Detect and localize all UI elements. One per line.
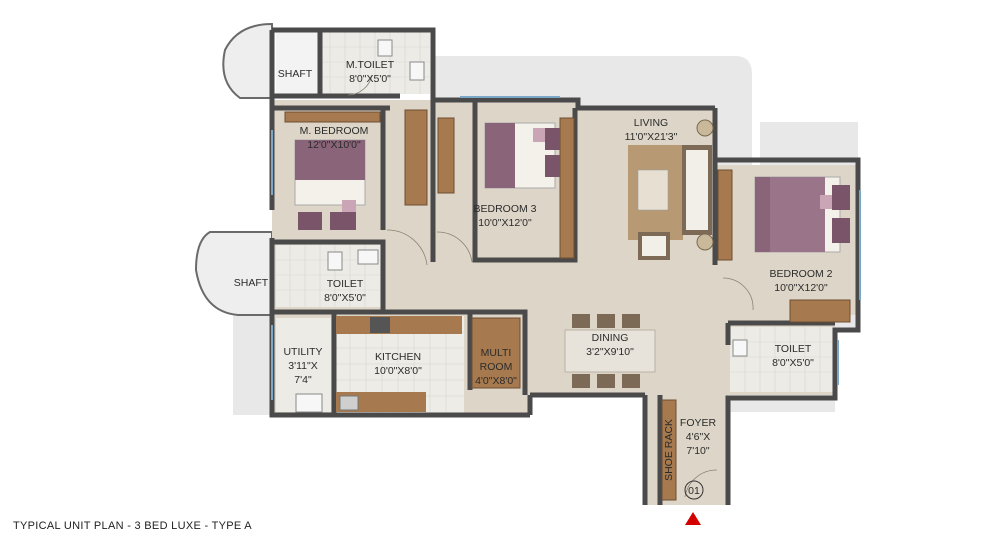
kitchen-dims: 10'0"X8'0" — [374, 365, 422, 377]
bed-bedroom2 — [754, 176, 850, 253]
toilet-left-name: TOILET — [327, 278, 364, 290]
m-bedroom-name: M. BEDROOM — [300, 125, 369, 137]
entrance-number: 01 — [688, 485, 700, 497]
entrance-number-circle — [684, 480, 704, 500]
m-toilet-dims: 8'0"X5'0" — [349, 73, 391, 85]
foyer-dims-2: 7'10" — [686, 445, 710, 457]
walls — [269, 27, 861, 505]
shoe-rack-label: SHOE RACK — [663, 419, 675, 481]
toilet-left-dims: 8'0"X5'0" — [324, 292, 366, 304]
bath-fixtures — [295, 39, 748, 413]
toilet-right-floor — [730, 327, 835, 392]
foyer-dims-1: 4'6"X — [686, 431, 710, 443]
bedroom3-name: BEDROOM 3 — [473, 203, 536, 215]
living-dims: 11'0"X21'3" — [625, 131, 678, 143]
bed-bedroom3 — [484, 122, 560, 189]
multi-room-name-1: MULTI — [481, 347, 512, 359]
bedroom2-dims: 10'0"X12'0" — [774, 282, 828, 294]
dining-set — [564, 314, 656, 388]
utility-name: UTILITY — [283, 346, 322, 358]
shaft-top-name: SHAFT — [278, 68, 313, 80]
windows — [271, 96, 861, 400]
bed-master — [294, 139, 366, 230]
utility-dims-2: 7'4" — [294, 374, 312, 386]
kitchen-name: KITCHEN — [375, 351, 421, 363]
m-toilet-name: M.TOILET — [346, 59, 395, 71]
bedroom2-name: BEDROOM 2 — [769, 268, 832, 280]
balcony-bottom — [194, 231, 273, 316]
living-name: LIVING — [634, 117, 668, 129]
toilet-right-name: TOILET — [775, 343, 812, 355]
shaft-bottom-name: SHAFT — [234, 277, 269, 289]
multi-room-name-2: ROOM — [480, 361, 513, 373]
left-ledge — [233, 300, 272, 415]
multi-room-dims: 4'0"X8'0" — [475, 375, 517, 387]
door-swings — [347, 74, 754, 498]
utility-dims-1: 3'11"X — [288, 360, 317, 372]
bedroom3-dims: 10'0"X12'0" — [478, 217, 532, 229]
tile-grid — [276, 32, 835, 413]
entry-arrow-icon — [685, 512, 701, 525]
toilet-right-dims: 8'0"X5'0" — [772, 357, 814, 369]
dining-dims: 3'2"X9'10" — [586, 346, 634, 358]
foyer-name: FOYER — [680, 417, 717, 429]
living-furniture — [628, 119, 714, 260]
plan-caption: TYPICAL UNIT PLAN - 3 BED LUXE - TYPE A — [13, 520, 252, 532]
wardrobes — [284, 109, 851, 501]
m-bedroom-dims: 12'0"X10'0" — [307, 139, 361, 151]
dining-name: DINING — [592, 332, 629, 344]
balcony-top — [222, 22, 273, 99]
shaft-top-floor — [276, 32, 318, 94]
kitchen-fixtures — [336, 316, 462, 412]
